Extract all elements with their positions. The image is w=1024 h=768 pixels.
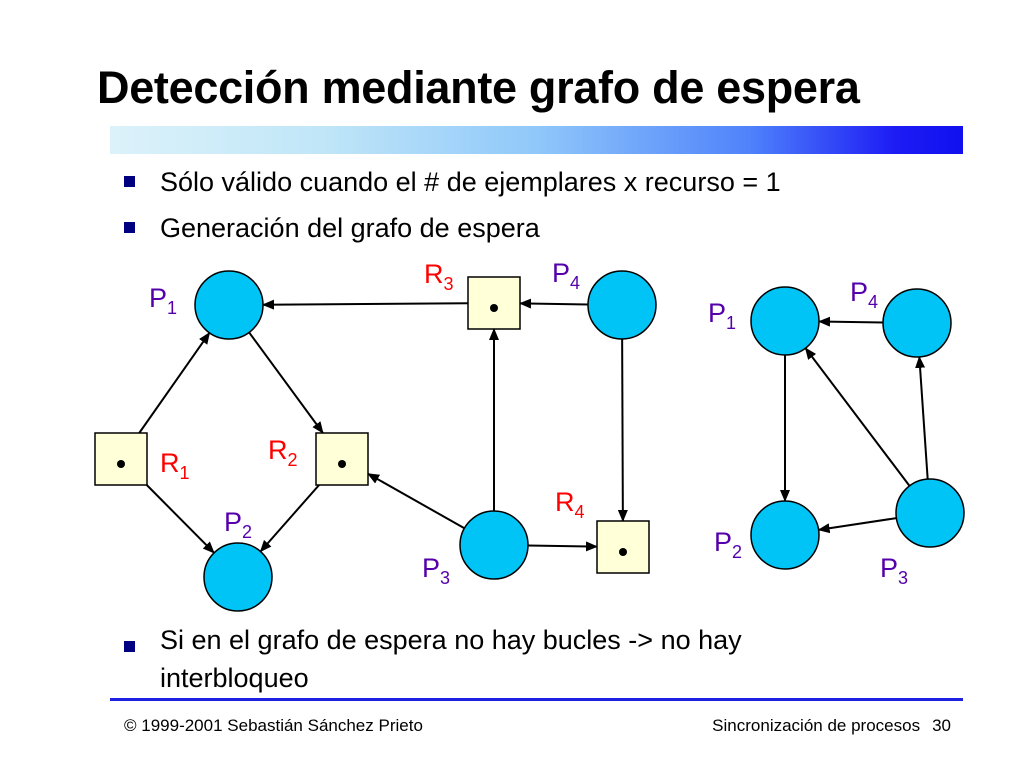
bullet-square-icon [124,176,135,187]
wait-node-label-p1: P1 [708,298,736,333]
alloc-resource-node-r2 [315,432,369,486]
alloc-process-node-p1 [194,270,264,340]
alloc-resource-node-r1 [94,432,148,486]
wait-node-label-p2: P2 [714,527,742,562]
alloc-node-label-r1: R1 [160,448,190,483]
wait-process-node-p1 [750,286,820,356]
footer-divider [110,698,963,701]
footer-copyright: © 1999-2001 Sebastián Sánchez Prieto [124,716,423,735]
bullet-text-line: Si en el grafo de espera no hay bucles -… [160,625,742,655]
alloc-edge-p1-r2 [248,331,324,434]
alloc-resource-instance-dot [619,548,627,556]
alloc-node-label-p3: P3 [422,553,450,588]
alloc-edge-p3-r4 [527,541,598,552]
bullet-text: Si en el grafo de espera no hay bucles -… [160,621,742,697]
wait-process-node-p2 [750,500,820,570]
wait-process-node-p3 [895,478,965,548]
wait-process-node-p4 [882,288,952,358]
footer-info: Sincronización de procesos 30 [712,716,951,736]
alloc-node-label-r4: R4 [555,487,585,522]
wait-edge-p4-p1 [817,316,884,327]
alloc-edge-p3-r2 [367,472,465,530]
alloc-resource-instance-dot [117,460,125,468]
alloc-edge-r2-p2 [259,484,320,553]
bullet-square-icon [124,641,135,652]
wait-edge-p3-p1 [804,347,911,487]
alloc-edge-p4-r3 [519,298,589,309]
alloc-process-node-p2 [203,542,273,612]
alloc-node-label-p1: P1 [149,283,177,318]
alloc-process-node-p4 [587,270,657,340]
alloc-edge-r1-p1 [138,332,211,434]
wait-node-label-p3: P3 [880,553,908,588]
bullet-text: Sólo válido cuando el # de ejemplares x … [160,167,781,197]
footer-section: Sincronización de procesos [712,716,921,735]
alloc-resource-node-r3 [467,276,521,330]
alloc-node-label-p4: P4 [552,258,580,293]
title-gradient-bar [110,126,963,154]
wait-edge-p3-p4 [915,355,929,480]
alloc-node-label-r3: R3 [424,259,454,294]
alloc-node-label-r2: R2 [268,435,298,470]
bullet-text-line: interbloqueo [160,663,309,693]
page-number: 30 [932,716,951,735]
alloc-edge-r1-p2 [146,484,215,554]
bullet-text: Generación del grafo de espera [160,213,540,243]
alloc-edge-p4-r4 [617,338,628,522]
wait-edge-p3-p2 [817,517,897,534]
alloc-process-node-p3 [459,510,529,580]
wait-node-label-p4: P4 [850,277,878,312]
alloc-edge-r3-p1 [261,299,469,310]
slide-title: Detección mediante grafo de espera [97,62,860,113]
alloc-resource-instance-dot [338,460,346,468]
bullet-square-icon [124,222,135,233]
alloc-resource-instance-dot [490,304,498,312]
alloc-resource-node-r4 [596,520,650,574]
alloc-node-label-p2: P2 [224,507,252,542]
